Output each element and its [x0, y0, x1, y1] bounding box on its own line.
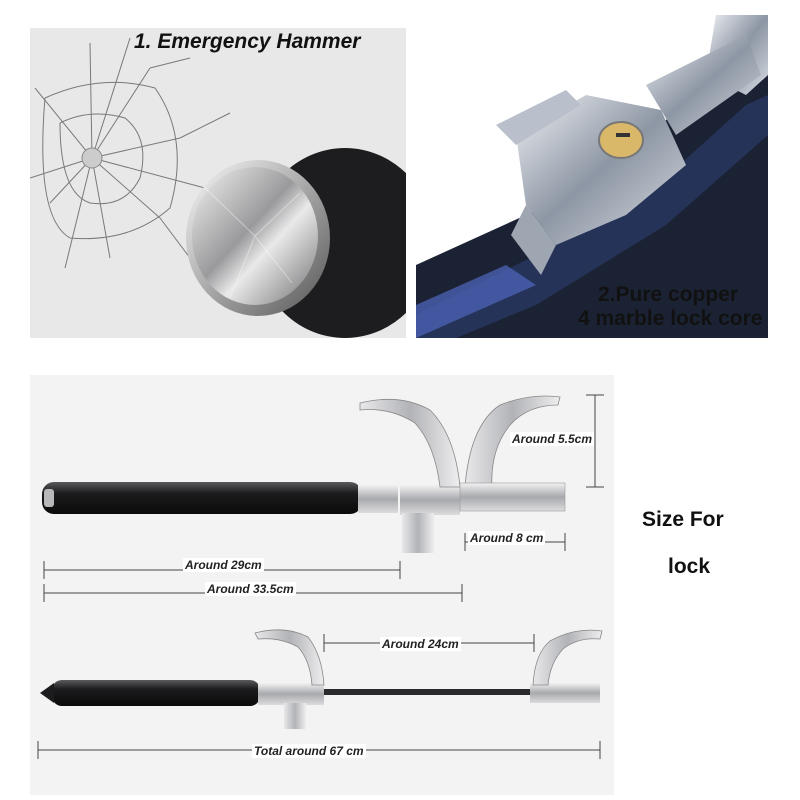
short-lock [42, 395, 566, 553]
lock-dimension-drawing [37, 394, 604, 759]
lock-body [516, 95, 686, 245]
hammer-tip [192, 167, 318, 305]
hammer-caption: 1. Emergency Hammer [134, 30, 361, 53]
handle-dimension-label: Around 29cm [183, 558, 264, 572]
size-for-lock-label: lock [668, 555, 711, 578]
lock-core-photo: 2.Pure copper 4 marble lock core [416, 15, 768, 338]
copper-caption-line2: 4 marble lock core [578, 307, 763, 330]
size-for-label: Size For [642, 508, 724, 531]
copper-caption-line1: 2.Pure copper [598, 283, 739, 306]
extension-dimension-label: Around 24cm [380, 637, 461, 651]
lock-keyhole [598, 121, 644, 159]
emergency-hammer-photo: 1. Emergency Hammer [30, 28, 406, 338]
long-total-dimension-label: Total around 67 cm [252, 744, 366, 758]
height-dimension-label: Around 5.5cm [510, 432, 595, 446]
long-lock [40, 629, 603, 729]
lock-core-illustration [416, 15, 768, 338]
short-total-dimension-label: Around 33.5cm [205, 582, 296, 596]
broken-glass-illustration [30, 37, 406, 338]
hook-width-dimension-label: Around 8 cm [468, 531, 546, 545]
size-diagram: Around 5.5cm Around 8 cm Around 29cm Aro… [30, 375, 614, 795]
